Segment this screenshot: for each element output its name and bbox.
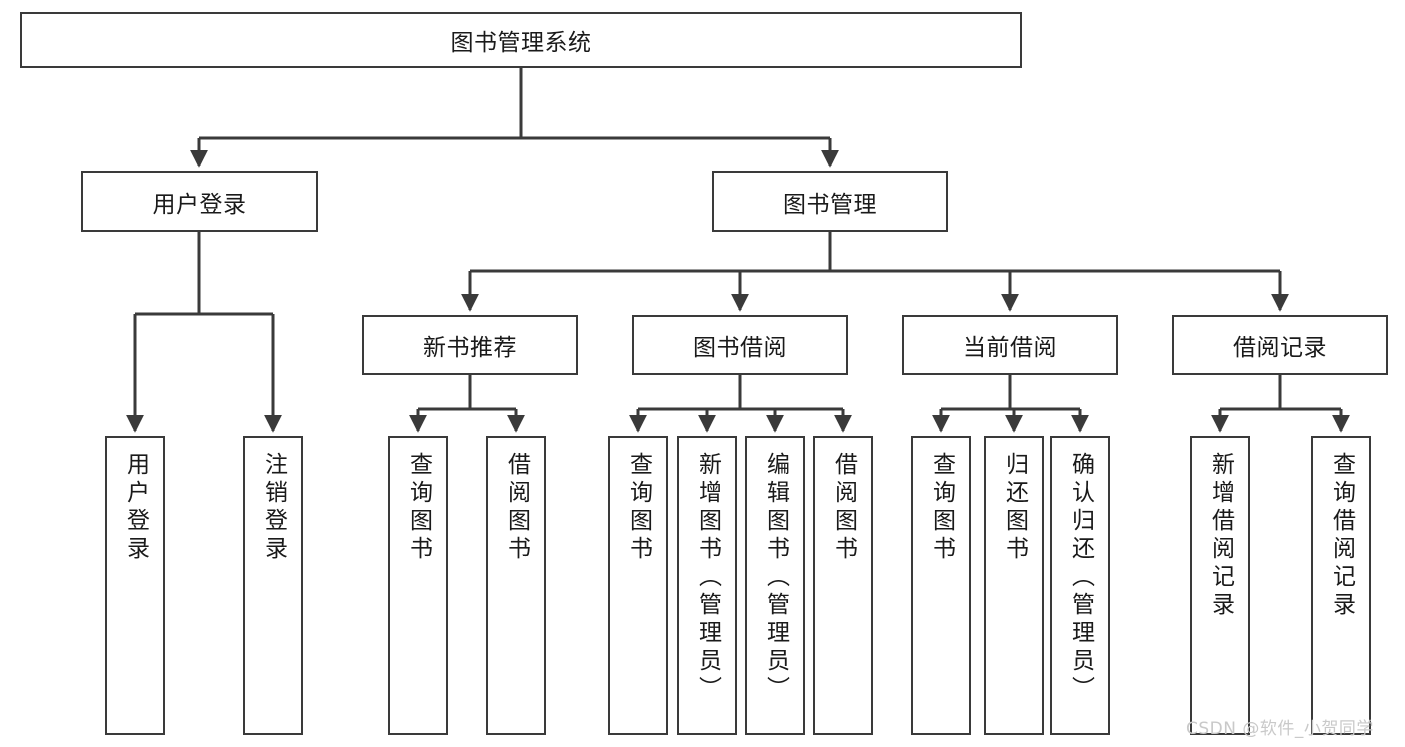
leaf-label: 查询图书 <box>928 452 955 564</box>
leaf-node[interactable]: 归还图书 <box>984 436 1044 735</box>
leaf-label: 确认归还（管理员） <box>1067 452 1094 704</box>
leaf-node[interactable]: 查询图书 <box>388 436 448 735</box>
leaf-label: 归还图书 <box>1001 452 1028 564</box>
node-root-book-management-system[interactable]: 图书管理系统 <box>20 12 1022 68</box>
leaf-node[interactable]: 编辑图书（管理员） <box>745 436 805 735</box>
leaf-label: 查询图书 <box>625 452 652 564</box>
node-borrow-record[interactable]: 借阅记录 <box>1172 315 1388 375</box>
node-current-borrow[interactable]: 当前借阅 <box>902 315 1118 375</box>
csdn-watermark: CSDN @软件_小贺同学 <box>1186 719 1374 739</box>
leaf-label: 新增图书（管理员） <box>694 452 721 704</box>
leaf-label: 编辑图书（管理员） <box>762 452 789 704</box>
leaf-label: 借阅图书 <box>503 452 530 564</box>
leaf-node[interactable]: 查询借阅记录 <box>1311 436 1371 735</box>
leaf-node[interactable]: 新增借阅记录 <box>1190 436 1250 735</box>
leaf-label: 查询图书 <box>405 452 432 564</box>
leaf-label: 借阅图书 <box>830 452 857 564</box>
leaf-node[interactable]: 借阅图书 <box>486 436 546 735</box>
node-book-management[interactable]: 图书管理 <box>712 171 948 232</box>
node-book-borrow[interactable]: 图书借阅 <box>632 315 848 375</box>
leaf-label: 注销登录 <box>260 452 287 564</box>
leaf-label: 新增借阅记录 <box>1207 452 1234 620</box>
leaf-node[interactable]: 新增图书（管理员） <box>677 436 737 735</box>
node-new-book-recommend[interactable]: 新书推荐 <box>362 315 578 375</box>
leaf-node[interactable]: 查询图书 <box>608 436 668 735</box>
leaf-node[interactable]: 借阅图书 <box>813 436 873 735</box>
leaf-label: 用户登录 <box>122 452 149 564</box>
leaf-node[interactable]: 确认归还（管理员） <box>1050 436 1110 735</box>
leaf-node[interactable]: 用户登录 <box>105 436 165 735</box>
leaf-node[interactable]: 注销登录 <box>243 436 303 735</box>
node-user-login[interactable]: 用户登录 <box>81 171 318 232</box>
leaf-node[interactable]: 查询图书 <box>911 436 971 735</box>
leaf-label: 查询借阅记录 <box>1328 452 1355 620</box>
